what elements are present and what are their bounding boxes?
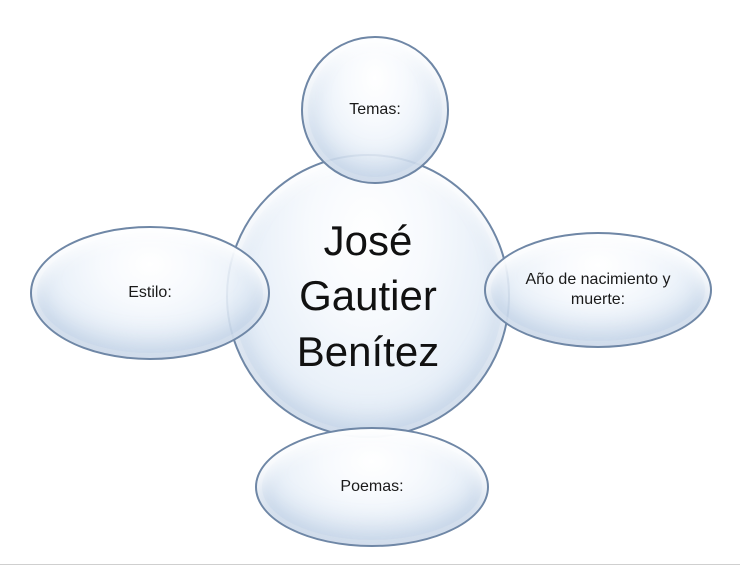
node-poemas-label: Poemas: xyxy=(340,478,404,495)
node-nacimiento: Año de nacimiento y muerte: xyxy=(484,232,712,348)
node-estilo-label: Estilo: xyxy=(128,284,172,301)
center-label-line1: José xyxy=(323,216,413,264)
center-label: José Gautier Benítez xyxy=(297,213,439,379)
node-temas-label: Temas: xyxy=(349,101,401,118)
node-estilo: Estilo: xyxy=(30,226,270,360)
node-poemas: Poemas: xyxy=(255,427,489,547)
node-center: José Gautier Benítez xyxy=(226,154,510,438)
center-label-line3: Benítez xyxy=(296,327,440,375)
node-nacimiento-label: Año de nacimiento y muerte: xyxy=(525,271,671,308)
center-label-line2: Gautier xyxy=(299,272,437,320)
node-temas: Temas: xyxy=(301,36,449,184)
